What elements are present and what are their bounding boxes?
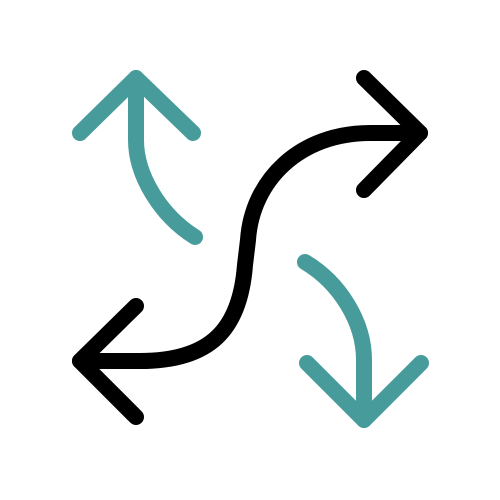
black-right-arrow-head [356, 70, 428, 198]
black-double-arrow-icon [72, 70, 428, 425]
teal-up-arrow-shaft [128, 70, 203, 245]
teal-down-arrow-shaft [297, 254, 372, 428]
black-curve-shaft [72, 125, 428, 369]
teal-up-arrow-icon [72, 70, 203, 245]
teal-down-arrow-icon [297, 254, 429, 428]
teal-down-arrow-head [299, 355, 429, 428]
black-left-arrow-head [72, 298, 144, 425]
